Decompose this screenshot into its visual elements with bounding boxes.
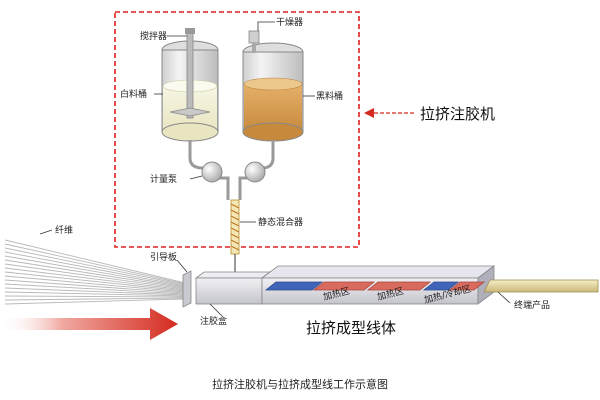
cool-zone-exit: [422, 281, 460, 291]
metering-pump-left: [201, 161, 223, 183]
end-product-label: 终端产品: [514, 299, 550, 311]
dryer-label: 干燥器: [276, 17, 303, 28]
injection-box-label: 注胶盒: [200, 315, 227, 327]
machine-pointer-arrow: [364, 108, 414, 118]
fiber-label: 纤维: [55, 224, 73, 236]
dryer: [248, 30, 260, 53]
figure-caption: 拉挤注胶机与拉挤成型线工作示意图: [212, 377, 388, 391]
heat-zone-3: [448, 281, 486, 291]
stirrer: [169, 28, 211, 119]
direction-arrow: [0, 308, 178, 340]
guide-plate: [182, 270, 192, 308]
guide-plate-label: 引导板: [150, 251, 177, 263]
black-tank-label: 黑料桶: [316, 90, 343, 102]
end-product-rod: [483, 279, 599, 293]
static-mixer: [230, 199, 240, 278]
heat-zone-2: [366, 281, 432, 291]
injection-machine-title: 拉挤注胶机: [420, 105, 495, 123]
heat-zone-1: [312, 281, 376, 291]
leader-lines: [39, 21, 511, 317]
stirrer-label: 搅拌器: [140, 30, 167, 42]
die-zones: [264, 281, 486, 291]
black-tank: [242, 42, 304, 142]
metering-pump-right: [244, 161, 266, 183]
metering-pump-label: 计量泵: [150, 173, 177, 185]
fiber-bundle: [4, 239, 186, 305]
pultrusion-body-title: 拉挤成型线体: [306, 319, 396, 337]
cool-zone-entry: [264, 281, 324, 291]
static-mixer-label: 静态混合器: [258, 216, 303, 228]
injection-box: [194, 271, 272, 305]
white-tank-label: 白料桶: [120, 88, 147, 100]
